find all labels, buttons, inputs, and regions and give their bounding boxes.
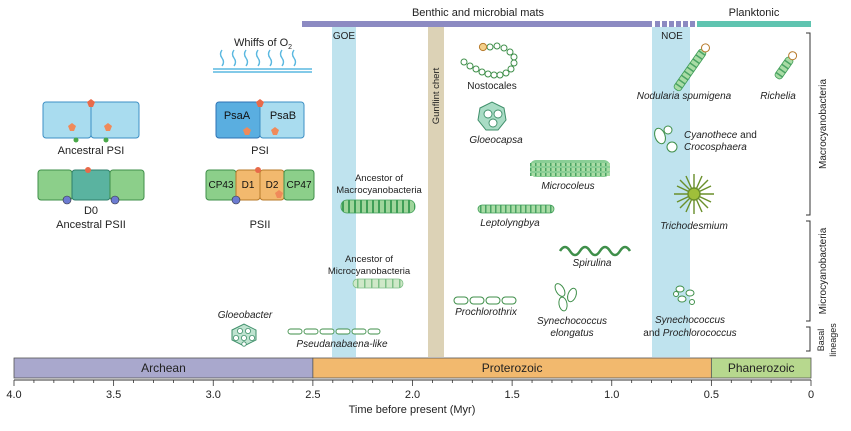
psi-label: PSI [251,145,269,157]
ancestor-micro-label-1: Ancestor of [345,254,393,265]
gloeobacter-label: Gloeobacter [218,310,273,321]
cp43-label: CP43 [208,180,233,191]
micro-bracket-label: Microcyanobacteria [818,227,829,314]
nodularia-icon [673,43,710,92]
syn-pro-icon [673,285,695,305]
ancestor-macro-filament [340,199,416,214]
planktonic-label: Planktonic [729,7,780,19]
axis-tick-label: 1.0 [604,389,619,401]
microcoleus-label: Microcoleus [541,181,594,192]
axis-tick-label: 3.5 [106,389,121,401]
axis-tick-label: 3.0 [206,389,221,401]
trichodesmium-icon [674,174,714,214]
basal-bracket-label-1: Basal [816,329,826,352]
syn-pro-label-1: Synechococcus [655,315,725,326]
axis-tick-label: 2.5 [305,389,320,401]
ancestral-psii-label: Ancestral PSII [56,219,126,231]
micro-bracket [806,220,811,322]
psii-label: PSII [250,219,271,231]
microcoleus-icon [530,160,610,177]
cp47-label: CP47 [286,180,311,191]
prochlorothrix-label: Prochlorothrix [455,307,518,318]
crocosphaera-label: Crocosphaera [684,142,747,153]
goe-label: GOE [333,31,356,42]
gloeocapsa-label: Gloeocapsa [469,135,523,146]
eon-phanerozoic [710,357,812,379]
psaB-label: PsaB [270,110,296,122]
axis-tick-label: 4.0 [6,389,21,401]
trichodesmium-label: Trichodesmium [660,221,728,232]
gloeocapsa-icon [477,101,507,131]
syn-pro-label-2: and Prochlorococcus [643,328,736,339]
eon-label-proterozoic: Proterozoic [482,361,543,375]
cyanothece-label: Cyanothece and [684,130,757,141]
pseudanabaena-icon [287,328,381,335]
noe-label: NOE [661,31,683,42]
axis-label: Time before present (Myr) [349,404,476,416]
gunflint-label: Gunflint chert [431,67,442,124]
gloeobacter-icon [231,323,257,347]
planktonic-bar [697,21,811,27]
basal-bracket-label-2: lineages [828,323,838,357]
ancestor-macro-label-2: Macrocyanobacteria [336,185,422,196]
cyanothece-icon [654,125,678,153]
ancestor-macro-label-1: Ancestor of [355,173,403,184]
nodularia-label: Nodularia spumigena [637,91,732,102]
eon-bar: Archean Proterozoic Phanerozoic [13,357,812,379]
macro-bracket [806,32,811,216]
axis-tick-label: 0.5 [704,389,719,401]
eon-label-phanerozoic: Phanerozoic [728,361,795,375]
gunflint-band [428,27,444,357]
o2-wave-icon [219,49,297,67]
psi-icon [215,99,305,139]
whiffs-o2-label: Whiffs of O2 [234,37,292,51]
ancestral-psi-icon [42,99,140,143]
ancestral-psii-icon [37,167,145,205]
syn-elongatus-label-1: Synechococcus [537,316,607,327]
benthic-label: Benthic and microbial mats [412,7,545,19]
axis-tick-label: 2.0 [405,389,420,401]
basal-bracket [806,326,811,352]
d2-label: D2 [266,180,279,191]
goe-band [332,27,356,357]
time-axis: 4.0 3.5 3.0 2.5 2.0 1.5 1.0 0.5 0 [6,379,814,401]
ancestor-micro-filament [352,278,404,289]
macro-bracket-label: Macrocyanobacteria [818,79,829,169]
pseudanabaena-label: Pseudanabaena-like [296,339,388,350]
psaA-label: PsaA [224,110,251,122]
eon-label-archean: Archean [141,361,186,375]
benthic-bar-dashed-end [655,21,695,27]
ancestor-micro-label-2: Microcyanobacteria [328,266,411,277]
prochlorothrix-icon [453,296,517,305]
axis-tick-label: 0 [808,389,814,401]
psii-icon [205,167,315,205]
benthic-bar [302,21,652,27]
nostocales-label: Nostocales [467,81,516,92]
richelia-icon [774,51,798,80]
d0-label: D0 [84,205,98,217]
spirulina-label: Spirulina [573,258,612,269]
synechococcus-elongatus-icon [554,283,577,312]
spirulina-icon [558,245,632,257]
leptolyngbya-label: Leptolyngbya [480,218,540,229]
nostocales-icon [460,42,518,79]
richelia-label: Richelia [760,91,796,102]
leptolyngbya-icon [477,204,555,214]
syn-elongatus-label-2: elongatus [550,328,593,339]
d1-label: D1 [242,180,255,191]
ancestral-psi-label: Ancestral PSI [58,145,125,157]
axis-tick-label: 1.5 [504,389,519,401]
